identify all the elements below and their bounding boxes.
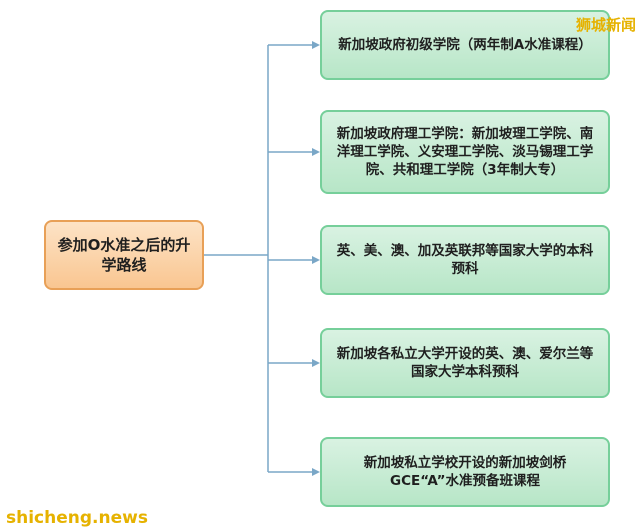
branch-node-private-university-foundation: 新加坡各私立大学开设的英、澳、爱尔兰等国家大学本科预科	[320, 328, 610, 398]
arrowhead-2	[312, 148, 320, 156]
watermark-bottom-left: shicheng.news	[6, 508, 148, 528]
branch-node-polytechnics: 新加坡政府理工学院：新加坡理工学院、南洋理工学院、义安理工学院、淡马锡理工学院、…	[320, 110, 610, 194]
branch-node-label: 新加坡政府初级学院（两年制A水准课程）	[338, 36, 592, 53]
root-node-label: 参加O水准之后的升学路线	[57, 235, 191, 274]
branch-node-label: 英、美、澳、加及英联邦等国家大学的本科预科	[336, 242, 594, 277]
branch-node-label: 新加坡政府理工学院：新加坡理工学院、南洋理工学院、义安理工学院、淡马锡理工学院、…	[336, 125, 594, 179]
branch-node-label: 新加坡各私立大学开设的英、澳、爱尔兰等国家大学本科预科	[336, 345, 594, 380]
branch-node-label: 新加坡私立学校开设的新加坡剑桥GCE“A”水准预备班课程	[363, 454, 567, 489]
arrowhead-1	[312, 41, 320, 49]
root-node: 参加O水准之后的升学路线	[44, 220, 204, 290]
branch-node-foreign-foundation: 英、美、澳、加及英联邦等国家大学的本科预科	[320, 225, 610, 295]
arrowhead-4	[312, 359, 320, 367]
arrowhead-5	[312, 468, 320, 476]
watermark-top-right: 狮城新闻	[575, 16, 636, 34]
branch-node-gce-a-level-prep: 新加坡私立学校开设的新加坡剑桥GCE“A”水准预备班课程	[320, 437, 610, 507]
branch-node-junior-college: 新加坡政府初级学院（两年制A水准课程）	[320, 10, 610, 80]
arrowhead-3	[312, 256, 320, 264]
